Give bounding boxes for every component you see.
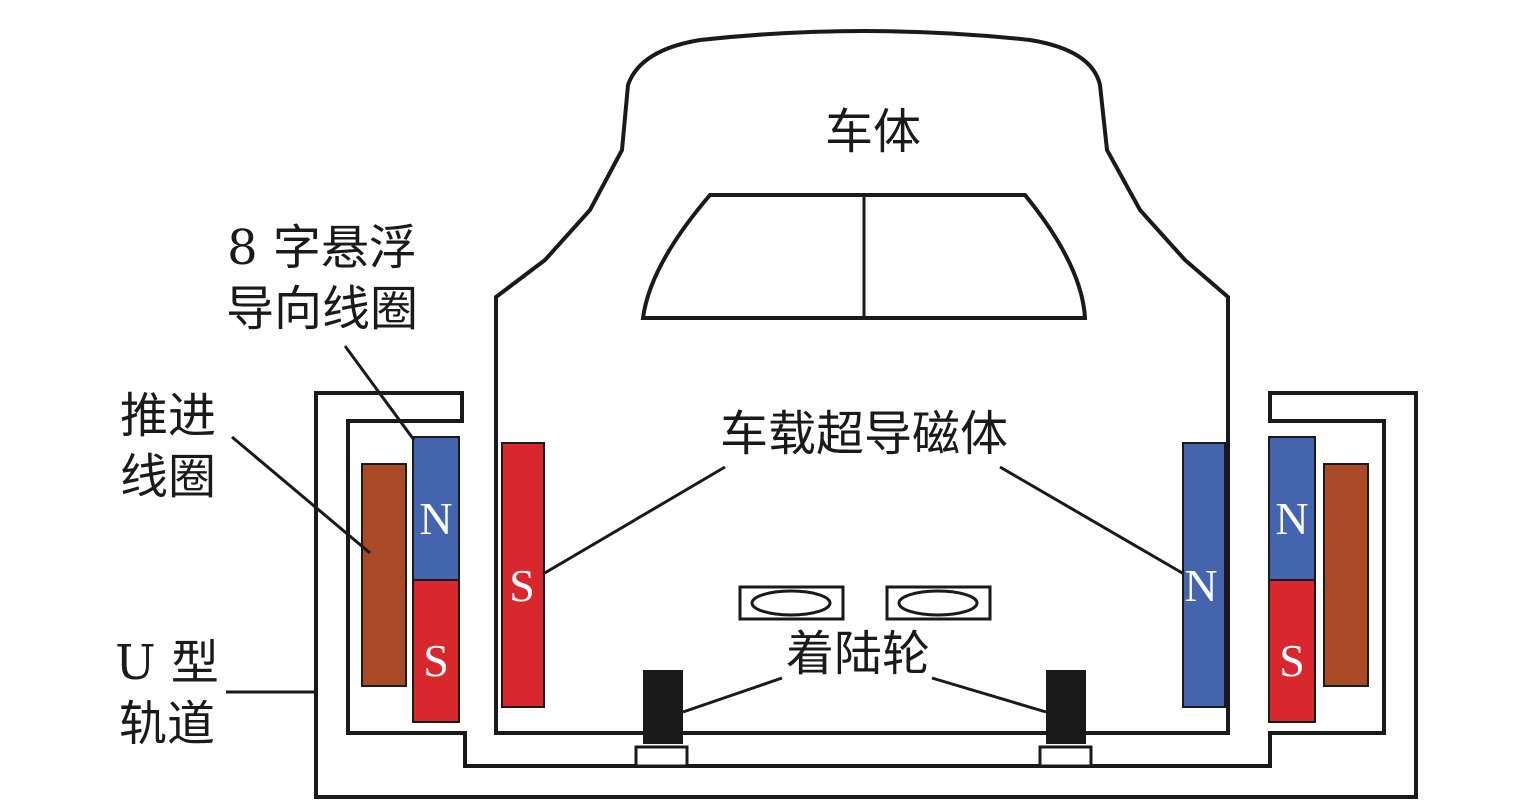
leader-magnet-left <box>542 465 726 576</box>
wheel-base-left <box>634 745 689 768</box>
label-guide-coil-line1: 8 字悬浮 <box>227 220 417 276</box>
wheel-housing-right <box>885 585 992 621</box>
label-propulsion-line1: 推进 <box>120 388 216 444</box>
guide-coil-right-north-label: N <box>1275 493 1308 544</box>
propulsion-coil-right <box>1323 463 1369 687</box>
label-car-body: 车体 <box>825 104 921 160</box>
leader-wheel-right <box>931 676 1047 714</box>
wheel-housing-left-oval <box>750 589 832 617</box>
label-track-line2: 轨道 <box>119 696 215 752</box>
label-landing-wheel: 着陆轮 <box>786 626 930 682</box>
label-onboard-magnet: 车载超导磁体 <box>720 406 1008 462</box>
label-propulsion-line2: 线圈 <box>120 449 216 505</box>
guide-coil-left-south <box>412 579 460 723</box>
leader-guide-coil <box>343 345 416 441</box>
wheel-housing-left <box>738 585 845 621</box>
leader-propulsion-coil <box>231 435 371 555</box>
onboard-magnet-left-label: S <box>509 560 535 611</box>
propulsion-coil-left <box>361 463 407 687</box>
label-track-line1: U 型 <box>115 635 219 691</box>
landing-wheel-right <box>1046 670 1086 744</box>
guide-coil-right-north <box>1268 436 1316 581</box>
onboard-magnet-right-label: N <box>1184 560 1217 611</box>
guide-coil-left-south-label: S <box>423 635 449 686</box>
onboard-magnet-right <box>1182 442 1226 708</box>
landing-wheel-left <box>643 670 683 744</box>
guide-coil-right-south <box>1268 579 1316 723</box>
car-body <box>494 29 1230 735</box>
leader-magnet-right <box>999 465 1185 576</box>
windshield <box>640 193 1088 320</box>
leader-wheel-left <box>682 676 783 714</box>
guide-coil-right-south-label: S <box>1279 635 1305 686</box>
guide-coil-left-north-label: N <box>419 493 452 544</box>
wheel-base-right <box>1038 745 1093 768</box>
guide-coil-left-north <box>412 436 460 581</box>
u-track-outer <box>314 391 1418 799</box>
onboard-magnet-left <box>501 442 545 708</box>
wheel-housing-right-oval <box>897 589 979 617</box>
label-guide-coil-line2: 导向线圈 <box>226 281 418 337</box>
